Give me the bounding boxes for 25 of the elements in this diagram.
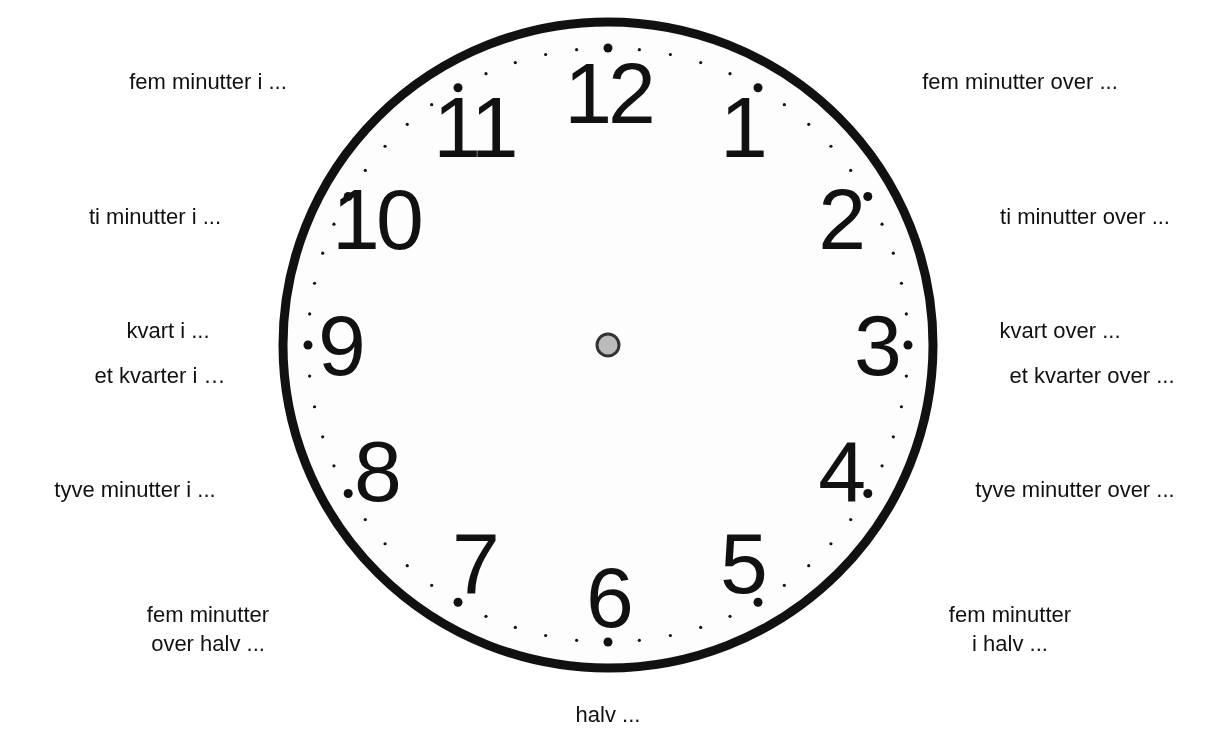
time-phrase: fem minutter over ... [922,67,1118,96]
clock-numeral: 7 [452,520,496,607]
time-phrase: kvart i ... [126,316,210,345]
time-phrase: kvart over ... [999,316,1121,345]
clock-numeral: 9 [318,302,362,388]
time-phrase: et kvarter over ... [1009,361,1175,390]
clock-numeral: 10 [332,176,420,262]
time-phrase: et kvarter i … [94,361,226,390]
time-phrase: halv ... [575,700,641,729]
clock-numeral: 5 [720,520,764,607]
clock-numeral: 2 [818,176,862,262]
time-phrase: ti minutter i ... [89,202,221,231]
time-phrase: ti minutter over ... [1000,202,1170,231]
time-phrase: fem minutter i halv ... [947,601,1073,658]
clock-numeral: 8 [353,428,398,514]
time-phrase: fem minutter i ... [129,67,287,96]
time-phrase: tyve minutter over ... [975,475,1175,504]
clock-numeral: 12 [564,50,652,136]
clock-numeral: 6 [586,554,630,640]
time-phrase: fem minutter over halv ... [145,601,271,658]
clock-numeral: 11 [433,83,515,170]
clock-numeral: 4 [818,428,862,514]
clock-numeral: 1 [720,83,764,170]
time-phrase: tyve minutter i ... [54,475,216,504]
clock-numeral: 3 [854,302,898,388]
